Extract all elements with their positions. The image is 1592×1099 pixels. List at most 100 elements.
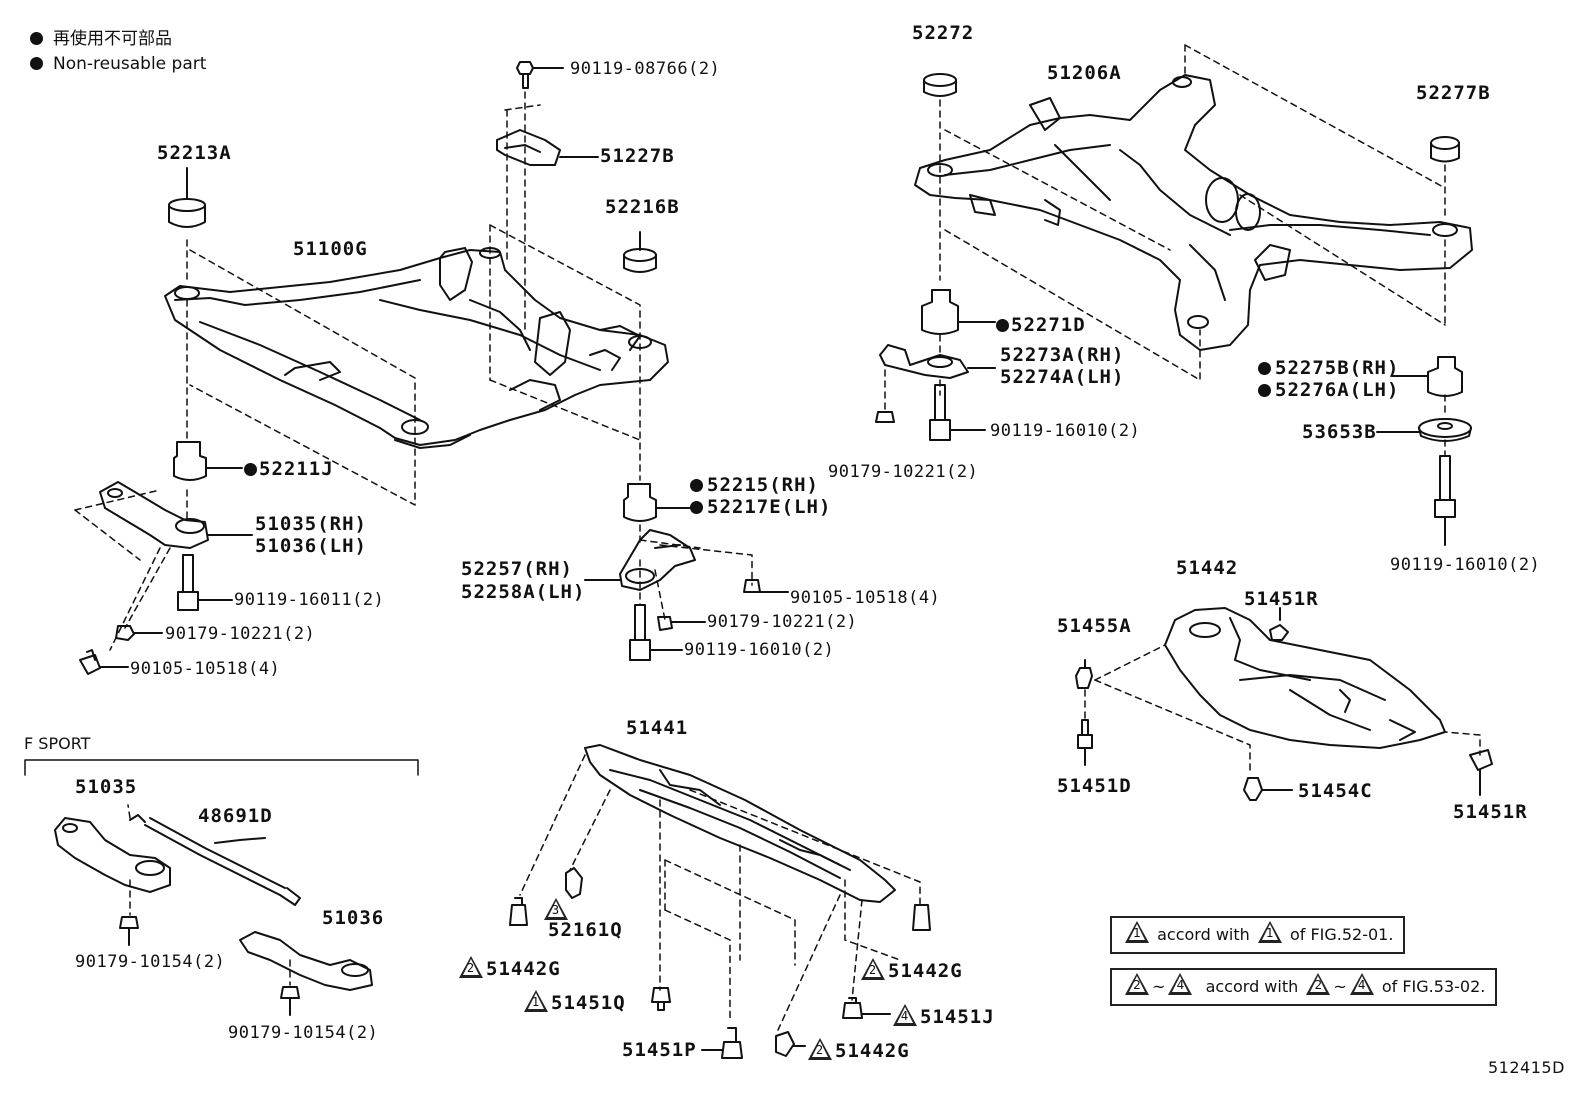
note-mark: 2: [1133, 978, 1141, 992]
label-52161Q-text: 52161Q: [548, 919, 623, 941]
label-51227B: 51227B: [600, 145, 675, 167]
callout-mark: 2: [868, 963, 878, 977]
nonreusable-dot-icon: [690, 479, 703, 492]
nonreusable-dot-icon: [244, 463, 257, 476]
label-51451P: 51451P: [622, 1039, 697, 1061]
nonreusable-dot-icon: [30, 57, 43, 70]
bracket-52273A: [879, 344, 996, 379]
note-triangle-icon: 1: [1125, 921, 1149, 943]
label-51035RH: 51035(RH): [255, 513, 367, 535]
nonreusable-dot-icon: [1258, 362, 1271, 375]
fsport-bracket-51036: [239, 931, 373, 991]
label-52215RH: 52215(RH): [690, 475, 819, 495]
nonreusable-dot-icon: [996, 319, 1009, 332]
nonreusable-dot-icon: [690, 501, 703, 514]
nonreusable-dot-icon: [30, 32, 43, 45]
clip-52161Q: [565, 867, 583, 899]
nut-90179-10221-a: [115, 625, 163, 641]
label-52257RH: 52257(RH): [461, 558, 573, 580]
fsport-nut-a: [119, 916, 139, 946]
fsport-bracket-line: [24, 759, 419, 776]
note-mark: 2: [1314, 978, 1323, 992]
callout-triangle-icon: 2: [861, 958, 885, 980]
legend-en-text: Non-reusable part: [53, 54, 207, 74]
label-51451R-b: 51451R: [1453, 801, 1528, 823]
label-51451D: 51451D: [1057, 775, 1132, 797]
fsport-title: F SPORT: [24, 734, 91, 753]
note-range-sep: ~: [1152, 977, 1166, 996]
label-52258A: 52258A(LH): [461, 581, 586, 603]
bracket-52257: [584, 529, 696, 591]
note-reference: of FIG.53-02.: [1381, 977, 1486, 996]
label-52277B: 52277B: [1416, 82, 1491, 104]
under-cover-51441: [584, 744, 896, 903]
note-fig-53-02: 2~4 accord with 2~4 of FIG.53-02.: [1110, 968, 1498, 1006]
cushion-52272: [923, 73, 957, 97]
bolt-51451J: [842, 997, 891, 1019]
stopper-52275B: [1391, 356, 1463, 397]
stopper-52211J: [173, 441, 243, 481]
note-mark: 1: [1266, 926, 1274, 940]
label-52276A-text: 52276A(LH): [1275, 379, 1400, 401]
label-52211J: 52211J: [244, 459, 334, 479]
bolt-90105-10518-a: [79, 649, 129, 675]
label-51441: 51441: [626, 717, 689, 739]
note-range-sep: ~: [1333, 977, 1347, 996]
stopper-52215: [623, 483, 691, 522]
note-triangle-icon: 2: [1306, 973, 1331, 995]
label-90179-10221-b: 90179-10221(2): [707, 612, 858, 632]
label-51454C: 51454C: [1298, 780, 1373, 802]
nut-90179-10221-b: [657, 616, 706, 631]
note-triangle-icon: 2: [1125, 973, 1149, 995]
note-triangle-icon: 4: [1349, 973, 1374, 995]
bolt-90119-16011: [177, 554, 233, 611]
callout-triangle-icon: 3: [544, 898, 568, 920]
fsport-bracket-51035: [54, 817, 171, 893]
label-52271D-text: 52271D: [1011, 314, 1086, 336]
label-51100G: 51100G: [293, 238, 368, 260]
note-mark: 4: [1357, 978, 1366, 992]
legend-nonreusable-jp: 再使用不可部品: [30, 29, 172, 49]
label-52211J-text: 52211J: [259, 458, 334, 480]
bracket-51227B: [496, 129, 599, 166]
bolt-51451R-a: [1269, 607, 1289, 641]
label-90179-10154-b: 90179-10154(2): [228, 1023, 379, 1043]
label-52213A: 52213A: [157, 142, 232, 164]
bolt-90119-16010-c: [1434, 455, 1456, 546]
callout-triangle-icon: 2: [459, 956, 483, 978]
label-90105-10518-b: 90105-10518(4): [790, 588, 941, 608]
callout-mark: 2: [815, 1043, 825, 1057]
label-52275B: 52275B(RH): [1258, 358, 1399, 378]
bolt-90119-08766: [516, 61, 564, 89]
note-fig-52-01: 1 accord with 1 of FIG.52-01.: [1110, 916, 1406, 954]
label-52161Q: 3: [541, 898, 571, 921]
callout-mark: 2: [466, 961, 476, 975]
fsport-nut-b: [280, 986, 300, 1016]
callout-mark: 3: [551, 903, 561, 917]
note-mark: 1: [1133, 926, 1141, 940]
label-fsport-51035: 51035: [75, 776, 138, 798]
label-51455A: 51455A: [1057, 615, 1132, 637]
label-90179-10154-a: 90179-10154(2): [75, 952, 226, 972]
label-48691D: 48691D: [198, 805, 273, 827]
label-90119-08766: 90119-08766(2): [570, 59, 721, 79]
label-52274A: 52274A(LH): [1000, 366, 1125, 388]
label-52216B: 52216B: [605, 196, 680, 218]
nut-90179-10221-c: [875, 411, 895, 423]
cushion-52213A: [168, 167, 206, 228]
callout-triangle-icon: 4: [893, 1004, 917, 1026]
clip-51442G-c: [775, 1031, 806, 1057]
label-90105-10518-a: 90105-10518(4): [130, 659, 281, 679]
bracket-51035: [99, 481, 253, 549]
nut-51455A: [1075, 659, 1093, 689]
cushion-52216B: [623, 231, 657, 273]
label-90179-10221-a: 90179-10221(2): [165, 624, 316, 644]
note-triangle-icon: 4: [1168, 973, 1193, 995]
label-fsport-51036: 51036: [322, 907, 385, 929]
bolt-90119-16010-a: [629, 604, 683, 661]
